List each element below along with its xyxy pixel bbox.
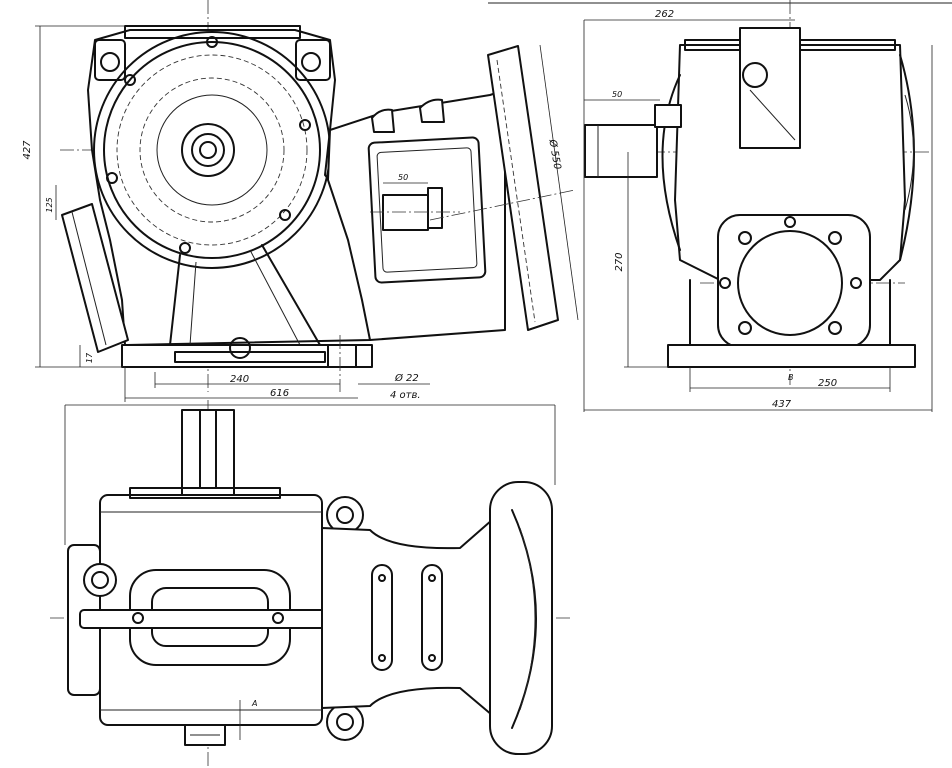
- front-ear-hole-right: [301, 52, 321, 72]
- dim-height-total: 427: [22, 140, 33, 160]
- dim-axis-height: 270: [614, 252, 625, 271]
- front-outlet-flange-hidden: [496, 59, 536, 323]
- top-slot-bolt: [378, 654, 386, 662]
- side-shaft-bearing: [654, 104, 682, 128]
- side-section-mark: B: [788, 373, 794, 382]
- front-cover-bolt: [279, 209, 291, 221]
- top-shaft-keyway: [199, 409, 217, 489]
- top-slot-bolt: [378, 574, 386, 582]
- front-drain-plug: [229, 337, 251, 359]
- side-input-shaft: [584, 124, 658, 178]
- top-slot-bolt: [428, 574, 436, 582]
- front-cover-bolt: [124, 74, 136, 86]
- dim-hole-diameter: Ø 22: [394, 372, 419, 384]
- side-flange-bolt: [828, 231, 842, 245]
- front-inspection-window-inner: [376, 147, 478, 273]
- front-left-flange-inner: [71, 211, 107, 346]
- side-flange-bolt: [828, 321, 842, 335]
- front-hub-spline: [191, 133, 225, 167]
- top-section-mark: A: [251, 699, 257, 708]
- front-cover-bolt: [299, 119, 311, 131]
- front-top-nozzle: [419, 98, 445, 123]
- top-slot-bolt: [428, 654, 436, 662]
- front-housing-outline: [87, 29, 371, 346]
- dim-base-length: 616: [270, 388, 289, 399]
- front-cover-bolt: [179, 242, 191, 254]
- front-cover-ring: [103, 41, 321, 259]
- front-ear-hole-left: [100, 52, 120, 72]
- front-inspection-window: [367, 136, 487, 284]
- side-left-cover: [661, 74, 681, 251]
- dim-hole-count: 4 отв.: [390, 390, 421, 401]
- side-vertical-riser: [739, 27, 801, 149]
- top-neck-slot: [421, 564, 443, 671]
- dim-width-top: 262: [655, 9, 674, 20]
- front-shaft-end: [199, 141, 217, 159]
- front-shaft-stub: [382, 194, 429, 231]
- dim-flange-diameter: Ø 550: [546, 138, 563, 171]
- dim-base-hole-spacing: 240: [230, 374, 249, 385]
- front-inner-ring: [156, 94, 268, 206]
- top-outlet-flange: [489, 481, 553, 755]
- top-flange-inner: [519, 527, 536, 711]
- side-breather-cap: [742, 62, 768, 88]
- dim-height-flange: 125: [45, 197, 54, 212]
- side-flange-bolt: [850, 277, 862, 289]
- front-cover-bolt-circle: [116, 54, 308, 246]
- front-base-foot: [327, 344, 357, 368]
- dim-base-width: 437: [772, 399, 792, 410]
- top-window-bolt: [132, 612, 144, 624]
- top-ear-hole: [336, 506, 354, 524]
- dim-side-base-hole-spacing: 250: [818, 378, 837, 389]
- front-view: 427 125 17 Ø 550 50 240 616 Ø 22 4 отв.: [22, 0, 579, 402]
- top-breather: [83, 563, 117, 597]
- top-window-bolt: [272, 612, 284, 624]
- side-flange-bolt: [738, 321, 752, 335]
- front-top-nozzle: [371, 108, 395, 133]
- top-outlet-neck: [321, 519, 493, 716]
- front-outlet-axis: [429, 189, 576, 221]
- front-left-ear: [94, 39, 126, 81]
- front-cover-bolt: [106, 172, 118, 184]
- top-window-clamp-bar: [79, 609, 343, 629]
- side-outlet-bore: [737, 230, 843, 336]
- front-support-leg: [169, 254, 181, 346]
- top-view: A: [50, 400, 572, 768]
- side-riser-detail: [749, 89, 796, 141]
- front-shaft-collar: [427, 187, 443, 229]
- side-base-plate: [667, 344, 916, 368]
- top-ear-hole: [336, 713, 354, 731]
- front-inner-dashed: [139, 77, 285, 223]
- front-support-rib: [189, 261, 197, 346]
- top-neck-slot: [371, 564, 393, 671]
- front-base-slot: [174, 351, 326, 363]
- front-left-flange: [61, 203, 129, 353]
- dim-shaft-length: 50: [398, 173, 408, 182]
- top-ear: [326, 703, 364, 741]
- side-view: 262 50 270 250 B 437: [583, 0, 933, 412]
- front-support-leg: [261, 244, 321, 346]
- top-housing-rim: [129, 487, 281, 499]
- top-breather-inner: [91, 571, 109, 589]
- side-right-cover-inner: [904, 94, 914, 211]
- front-right-ear: [295, 39, 331, 81]
- side-flange-bolt: [738, 231, 752, 245]
- dim-shaft-projection: 50: [612, 90, 622, 99]
- side-flange-bolt: [784, 216, 796, 228]
- front-hub-outer: [181, 123, 235, 177]
- dim-line-550: [539, 44, 579, 321]
- front-support-rib: [249, 249, 301, 346]
- front-cover-bolt: [206, 36, 218, 48]
- dim-thickness-small: 17: [85, 352, 94, 363]
- side-flange-bolt: [719, 277, 731, 289]
